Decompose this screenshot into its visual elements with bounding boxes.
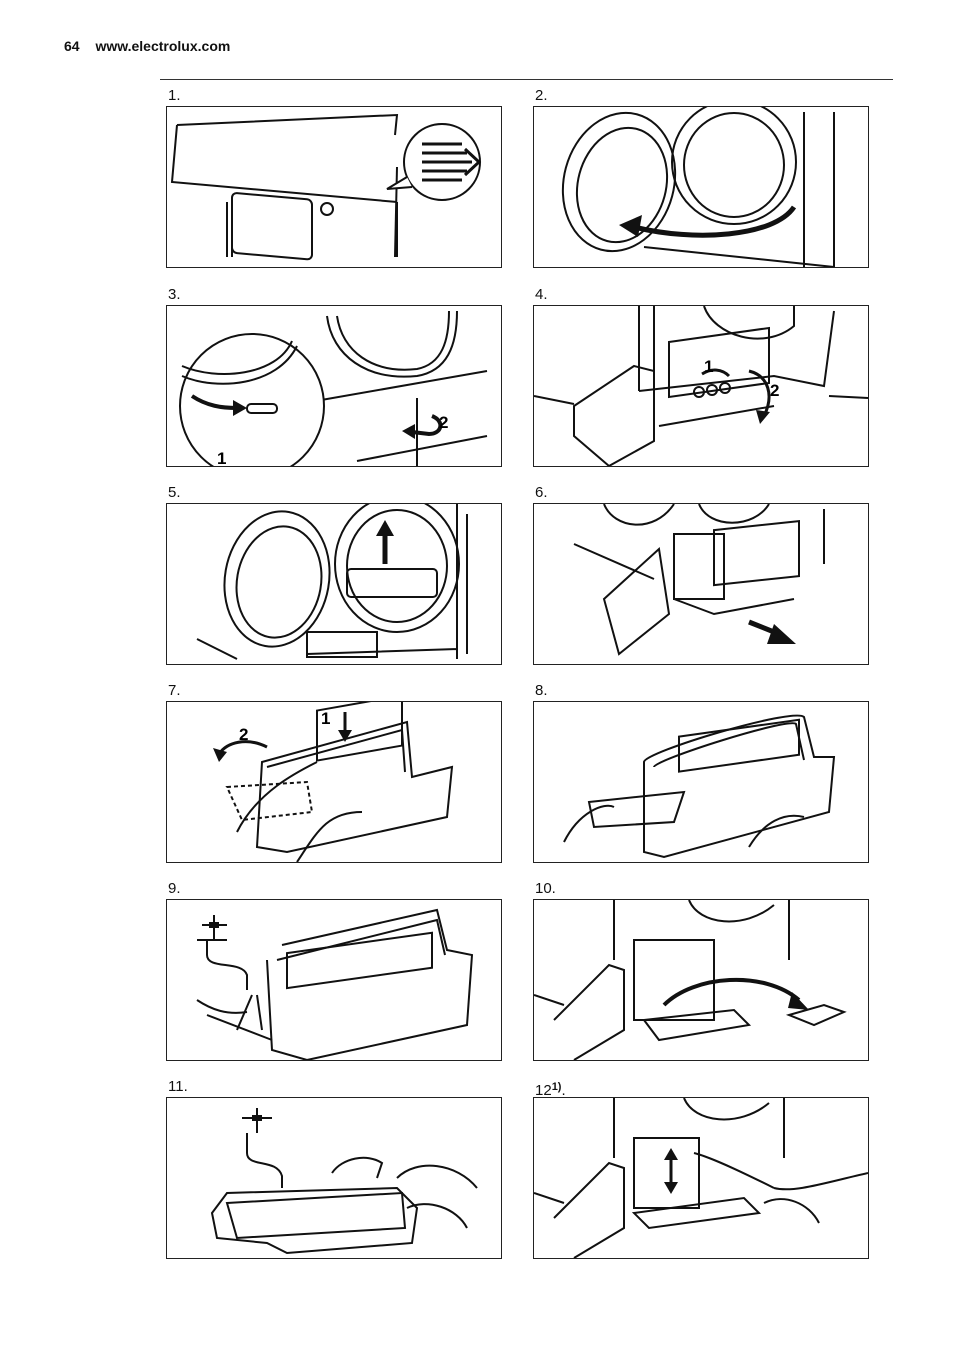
website-url: www.electrolux.com (95, 38, 231, 54)
step-12: 121). (533, 1077, 869, 1259)
remove-lower-filter-illustration (534, 900, 868, 1060)
step-7: 7. 1 2 (166, 681, 502, 863)
arrow-icon (788, 992, 809, 1010)
step-label: 8. (535, 682, 548, 699)
step-8: 8. (533, 681, 869, 863)
step-label: 6. (535, 484, 548, 501)
step-5: 5. (166, 483, 502, 665)
step-11: 11. (166, 1077, 502, 1259)
drawer-arrow-icon (387, 124, 480, 200)
step-label: 1. (168, 87, 181, 104)
step-illustration (533, 503, 869, 665)
step-label: 7. (168, 682, 181, 699)
step-label: 121). (533, 1077, 869, 1099)
step-1: 1. (166, 86, 502, 268)
arrow-down-icon (338, 730, 352, 742)
step-illustration: 1 2 (533, 305, 869, 467)
step-suffix: . (561, 1082, 566, 1099)
arrow-icon (233, 400, 247, 416)
step-illustration (533, 1097, 869, 1259)
step-illustration (166, 106, 502, 268)
step-illustration (533, 899, 869, 1061)
arrow-icon (756, 410, 770, 424)
step-label: 5. (168, 484, 181, 501)
arrow-up-icon (376, 520, 394, 536)
step-illustration (533, 701, 869, 863)
header-rule (160, 79, 893, 80)
dryer-top-drawer-illustration (167, 107, 501, 267)
clean-lower-filter-illustration (167, 1098, 501, 1258)
mark-1: 1 (217, 449, 226, 466)
mark-2: 2 (439, 413, 448, 432)
tap-icon (252, 1115, 262, 1121)
mark-2: 2 (770, 381, 779, 400)
tap-icon (209, 922, 219, 928)
step-illustration: 1 2 (166, 305, 502, 467)
step-4: 4. 1 2 (533, 285, 869, 467)
door-filter-release-illustration: 1 2 (167, 306, 501, 466)
footnote-ref[interactable]: 1) (551, 1081, 562, 1093)
step-3: 3. 1 2 (166, 285, 502, 467)
step-number: 12 (535, 1082, 552, 1099)
mark-1: 1 (704, 357, 713, 376)
mark-1: 1 (321, 709, 330, 728)
step-illustration (533, 106, 869, 268)
vacuum-condenser-illustration (534, 1098, 868, 1258)
arrow-icon (619, 215, 642, 237)
open-filter-illustration: 1 2 (213, 702, 501, 862)
arrow-up-icon (664, 1148, 678, 1160)
step-10: 10. (533, 879, 869, 1061)
step-illustration (166, 899, 502, 1061)
step-label: 9. (168, 880, 181, 897)
step-illustration: 1 2 (166, 701, 502, 863)
arrow-down-icon (664, 1182, 678, 1194)
step-label: 2. (535, 87, 548, 104)
step-label: 4. (535, 286, 548, 303)
arrow-icon (402, 424, 415, 439)
lower-door-open-illustration: 1 2 (534, 306, 868, 466)
step-illustration (166, 503, 502, 665)
step-illustration (166, 1097, 502, 1259)
page-number: 64 (64, 38, 80, 54)
step-2: 2. (533, 86, 869, 268)
page-header: 64 www.electrolux.com (64, 38, 230, 54)
step-6: 6. (533, 483, 869, 665)
pull-out-filter-illustration (534, 504, 868, 664)
arrow-icon (767, 624, 796, 644)
filter-opened-illustration (534, 702, 868, 862)
rinse-filter-illustration (167, 900, 501, 1060)
mark-2: 2 (239, 725, 248, 744)
step-label: 11. (168, 1078, 188, 1095)
open-door-illustration (534, 107, 868, 267)
arrow-icon (213, 748, 227, 762)
remove-door-filter-illustration (167, 504, 501, 664)
step-label: 10. (535, 880, 556, 897)
step-label: 3. (168, 286, 181, 303)
step-9: 9. (166, 879, 502, 1061)
